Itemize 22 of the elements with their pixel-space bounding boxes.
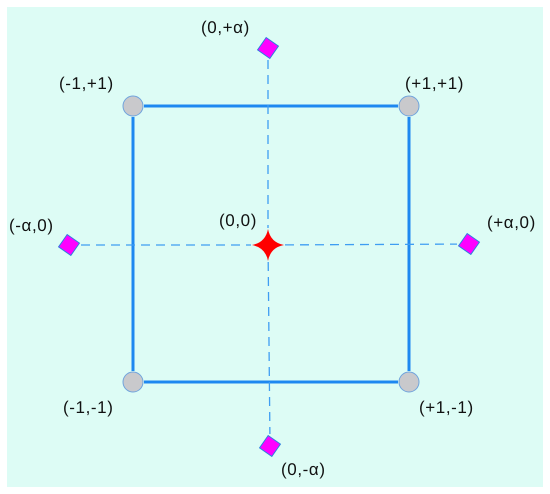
dashed-line <box>267 60 269 228</box>
circle-marker <box>122 95 144 117</box>
thick-line <box>144 104 398 108</box>
point-label: (+1,+1) <box>405 74 464 94</box>
point-label: (-1,+1) <box>59 74 114 94</box>
point-label: (0,-α) <box>281 460 326 480</box>
thick-line <box>144 380 398 384</box>
thick-line <box>408 117 410 371</box>
point-label: (+1,-1) <box>419 398 474 418</box>
dashed-line <box>268 262 271 434</box>
point-label: (+α,0) <box>487 213 536 233</box>
point-label: (-α,0) <box>9 216 54 236</box>
dashed-line <box>81 244 251 246</box>
point-label: (0,+α) <box>201 18 250 38</box>
circle-marker <box>398 95 420 117</box>
point-label: (-1,-1) <box>63 398 114 418</box>
point-label: (0,0) <box>219 211 257 231</box>
circle-marker <box>122 371 144 393</box>
dashed-line <box>285 243 457 246</box>
star-marker <box>251 228 285 262</box>
circle-marker <box>398 371 420 393</box>
thick-line <box>132 117 134 371</box>
